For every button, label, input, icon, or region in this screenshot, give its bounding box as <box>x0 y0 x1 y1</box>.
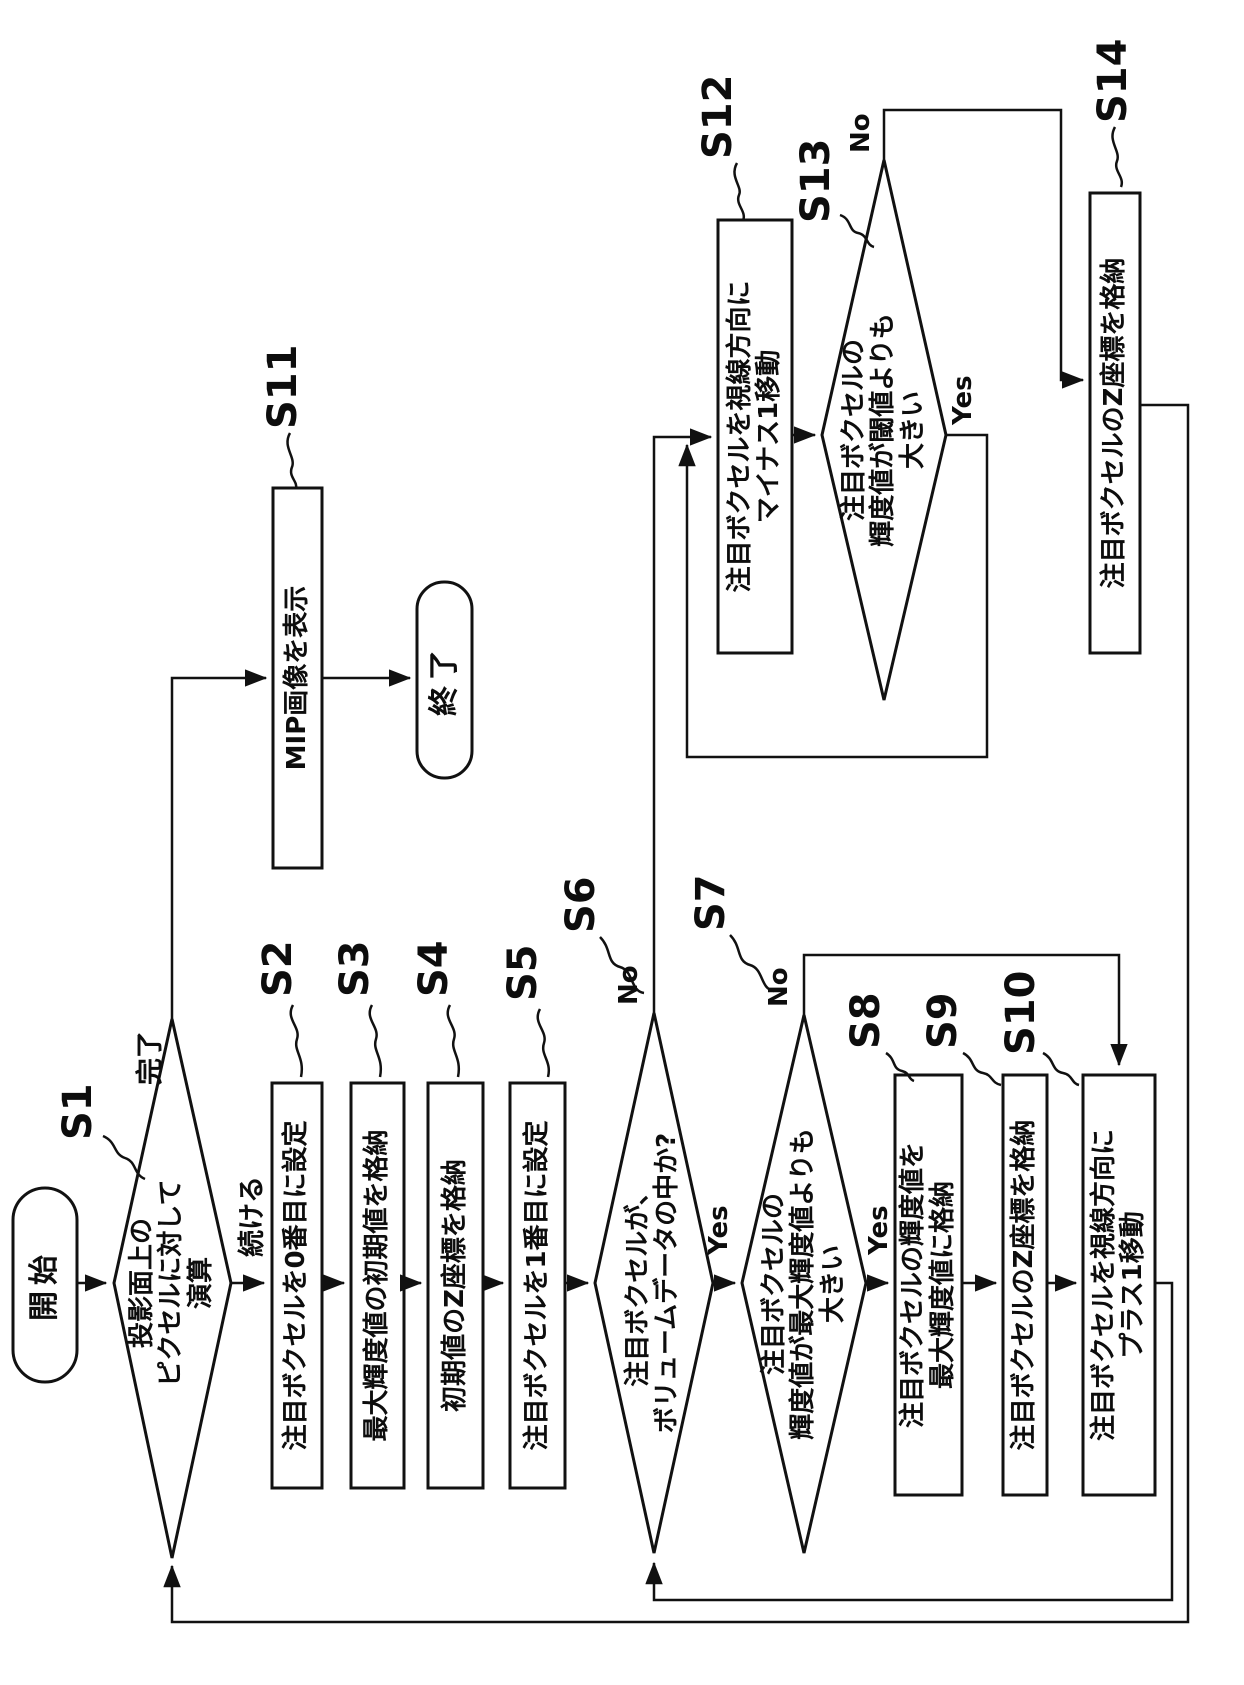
decision-s6-shape <box>593 1012 715 1554</box>
process-s2-shape <box>270 1081 324 1490</box>
edge-s13-s12-yes <box>678 433 989 759</box>
edge-s7-s10-no <box>802 953 1128 1067</box>
process-s14-shape <box>1088 191 1142 655</box>
decision-s7-shape <box>740 1014 868 1554</box>
decision-s13-shape <box>820 159 948 701</box>
process-s4-shape <box>426 1081 485 1490</box>
process-s8-shape <box>893 1073 964 1497</box>
squiggle-s8 <box>885 1051 915 1083</box>
edge-s13-s14-no <box>882 108 1085 389</box>
decision-s1-shape <box>112 1018 233 1559</box>
process-s3-shape <box>349 1081 406 1490</box>
squiggle-s1 <box>102 1134 146 1181</box>
squiggle-s4 <box>446 1004 461 1078</box>
squiggle-s7 <box>729 934 775 993</box>
squiggle-s14 <box>1111 126 1124 188</box>
squiggle-s5 <box>536 1008 551 1078</box>
end-terminal-shape <box>415 580 474 780</box>
edge-s10-s6-loop <box>645 1281 1174 1602</box>
edge-s6-s12-no <box>652 428 713 1013</box>
squiggle-s6 <box>599 936 645 995</box>
process-s9-shape <box>1001 1073 1049 1497</box>
start-terminal-shape <box>11 1186 79 1384</box>
process-s12-shape <box>716 218 794 655</box>
squiggle-s9 <box>962 1051 1002 1087</box>
edge-s14-s1-return <box>163 403 1190 1624</box>
process-s11-shape <box>271 486 324 870</box>
squiggle-s13 <box>839 213 875 249</box>
squiggle-s10 <box>1042 1051 1080 1087</box>
squiggle-s3 <box>368 1004 383 1078</box>
squiggle-s12 <box>733 162 746 222</box>
squiggle-s2 <box>289 1004 304 1078</box>
squiggle-s11 <box>286 432 298 490</box>
edge-s1-s11-done <box>170 669 268 1019</box>
process-s5-shape <box>508 1081 567 1490</box>
process-s10-shape <box>1081 1073 1157 1497</box>
